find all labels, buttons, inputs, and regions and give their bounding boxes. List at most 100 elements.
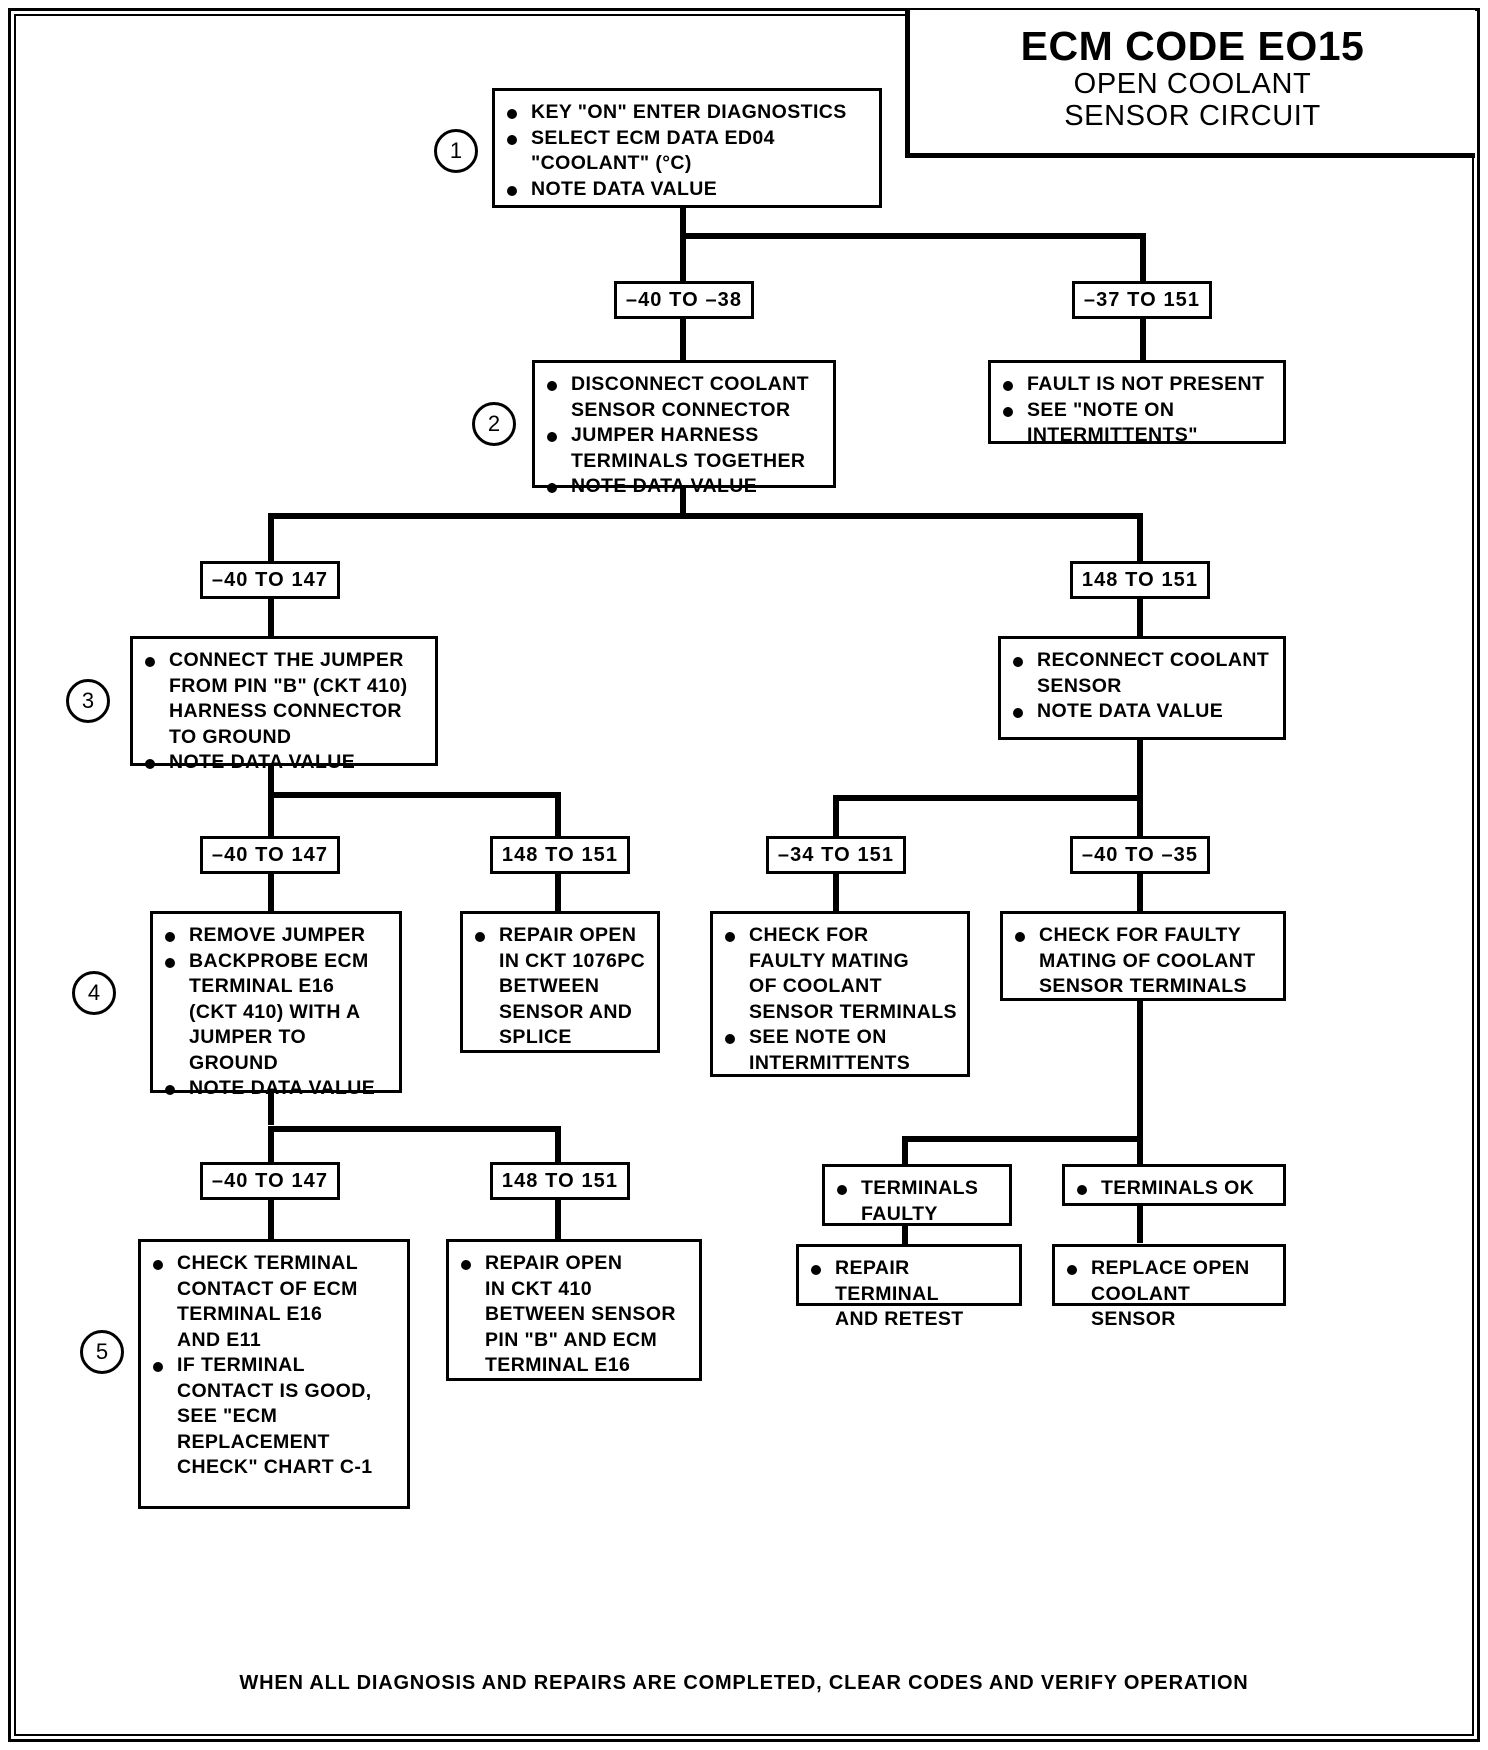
range-label: –40 TO –35 [1081,843,1199,866]
range-label: 148 TO 151 [501,1169,619,1192]
range-label: –40 TO 147 [211,568,329,591]
box-step4-item-2: BACKPROBE ECM TERMINAL E16 (CKT 410) WIT… [163,949,393,1077]
line-r2right-to-reconnect [1137,598,1143,636]
box-repair410-item-1: REPAIR OPEN IN CKT 410 BETWEEN SENSOR PI… [459,1251,693,1379]
line-rsplit-left-down [833,795,839,838]
inner-border [14,14,1474,1736]
range-148-to-151-a[interactable]: 148 TO 151 [1070,561,1210,599]
line-split2-left-down [268,513,274,563]
box-step1-item-2: SELECT ECM DATA ED04 "COOLANT" (°C) [505,126,873,177]
step-number: 5 [95,1339,109,1364]
line-step4-down [268,1093,274,1125]
range-label: –34 TO 151 [777,843,895,866]
line-step3-down [268,766,274,796]
line-r4left-to-step5 [268,1199,274,1239]
box-step3-item-2: NOTE DATA VALUE [143,750,429,776]
line-r4right-to-repair410 [555,1199,561,1239]
line-rsplit-horizontal [833,795,1143,801]
range-label: –40 TO 147 [211,1169,329,1192]
line-terminalsok-down [1137,1205,1143,1243]
line-split2-right-down [1137,513,1143,563]
box-replace-sensor-item: REPLACE OPEN COOLANT SENSOR [1065,1256,1277,1333]
line-terminalsfaulty-down [902,1216,908,1244]
range-148-to-151-c[interactable]: 148 TO 151 [490,1162,630,1200]
box-replace-coolant-sensor[interactable]: REPLACE OPEN COOLANT SENSOR [1052,1244,1286,1330]
page-title: ECM CODE EO15 [1020,23,1365,69]
step-number: 1 [449,138,463,163]
line-split3-left-down [268,792,274,838]
step-number: 2 [487,411,501,436]
box-step4[interactable]: REMOVE JUMPER BACKPROBE ECM TERMINAL E16… [150,911,402,1099]
line-lowersplit-left-down [902,1136,908,1164]
box-step5-item-2: IF TERMINAL CONTACT IS GOOD, SEE "ECM RE… [151,1353,401,1481]
range-label: –40 TO 147 [211,843,329,866]
box-reconnect-sensor[interactable]: RECONNECT COOLANT SENSOR NOTE DATA VALUE [998,636,1286,740]
range-148-to-151-b[interactable]: 148 TO 151 [490,836,630,874]
range-minus34-to-151[interactable]: –34 TO 151 [766,836,906,874]
line-checkmating2-down [1137,1000,1143,1140]
line-lowersplit-right-down [1137,1136,1143,1164]
box-step1-item-3: NOTE DATA VALUE [505,177,873,203]
line-r3right-to-repair1076 [555,873,561,911]
box-terminals-ok-item: TERMINALS OK [1075,1176,1277,1202]
step-number: 4 [87,980,101,1005]
box-step1-item-1: KEY "ON" ENTER DIAGNOSTICS [505,100,873,126]
line-split1-left-down [680,233,686,283]
step-marker-5: 5 [80,1330,124,1374]
line-split4-left-down [268,1126,274,1164]
box-repair1076-item-1: REPAIR OPEN IN CKT 1076PC BETWEEN SENSOR… [473,923,651,1051]
box-check-faulty-mating-2[interactable]: CHECK FOR FAULTY MATING OF COOLANT SENSO… [1000,911,1286,1001]
step-marker-4: 4 [72,971,116,1015]
box-reconnect-item-1: RECONNECT COOLANT SENSOR [1011,648,1277,699]
page-subtitle-line1: OPEN COOLANT [1073,67,1312,100]
step-marker-2: 2 [472,402,516,446]
box-step3[interactable]: CONNECT THE JUMPER FROM PIN "B" (CKT 410… [130,636,438,773]
box-step5[interactable]: CHECK TERMINAL CONTACT OF ECM TERMINAL E… [138,1239,410,1509]
line-split4-horizontal [268,1126,561,1132]
page-subtitle-line2: SENSOR CIRCUIT [1064,100,1321,133]
line-split1-horizontal [680,233,1146,239]
range-label: –40 TO –38 [625,288,743,311]
box-step2[interactable]: DISCONNECT COOLANT SENSOR CONNECTOR JUMP… [532,360,836,497]
box-terminals-ok[interactable]: TERMINALS OK [1062,1164,1286,1206]
range-label: –37 TO 151 [1083,288,1201,311]
range-label: 148 TO 151 [1081,568,1199,591]
range-label: 148 TO 151 [501,843,619,866]
box-reconnect-item-2: NOTE DATA VALUE [1011,699,1277,725]
box-terminals-faulty[interactable]: TERMINALS FAULTY [822,1164,1012,1226]
range-minus37-to-151[interactable]: –37 TO 151 [1072,281,1212,319]
range-minus40-to-minus38[interactable]: –40 TO –38 [614,281,754,319]
box-fault-item-2: SEE "NOTE ON INTERMITTENTS" [1001,398,1277,449]
line-r34-to-checkbox [833,873,839,911]
box-check-faulty-mating[interactable]: CHECK FOR FAULTY MATING OF COOLANT SENSO… [710,911,970,1077]
box-repair-terminal[interactable]: REPAIR TERMINAL AND RETEST [796,1244,1022,1330]
line-r2left-to-step3 [268,598,274,636]
box-step2-item-3: NOTE DATA VALUE [545,474,827,500]
range-minus40-to-147-b[interactable]: –40 TO 147 [200,836,340,874]
box-step3-item-1: CONNECT THE JUMPER FROM PIN "B" (CKT 410… [143,648,429,750]
line-rsplit-right-down [1137,795,1143,838]
box-step1[interactable]: KEY "ON" ENTER DIAGNOSTICS SELECT ECM DA… [492,88,882,208]
box-repair-open-ckt410[interactable]: REPAIR OPEN IN CKT 410 BETWEEN SENSOR PI… [446,1239,702,1381]
line-r40-35-to-checkbox2 [1137,873,1143,911]
outer-border [8,8,1480,1742]
box-step4-item-1: REMOVE JUMPER [163,923,393,949]
title-block: ECM CODE EO15 OPEN COOLANT SENSOR CIRCUI… [905,10,1475,158]
line-split4-right-down [555,1126,561,1164]
box-checkmating2-item-1: CHECK FOR FAULTY MATING OF COOLANT SENSO… [1013,923,1277,1000]
range-minus40-to-minus35[interactable]: –40 TO –35 [1070,836,1210,874]
step-marker-3: 3 [66,679,110,723]
range-minus40-to-147-a[interactable]: –40 TO 147 [200,561,340,599]
line-split1-right-down [1140,233,1146,283]
line-step1-down [680,207,686,237]
box-fault-not-present[interactable]: FAULT IS NOT PRESENT SEE "NOTE ON INTERM… [988,360,1286,446]
box-repair-open-1076pc[interactable]: REPAIR OPEN IN CKT 1076PC BETWEEN SENSOR… [460,911,660,1053]
line-r3left-to-step4 [268,873,274,911]
box-checkmating-item-2: SEE NOTE ON INTERMITTENTS [723,1025,961,1076]
range-minus40-to-147-c[interactable]: –40 TO 147 [200,1162,340,1200]
box-fault-item-1: FAULT IS NOT PRESENT [1001,372,1277,398]
box-step2-item-1: DISCONNECT COOLANT SENSOR CONNECTOR [545,372,827,423]
step-marker-1: 1 [434,129,478,173]
line-split2-horizontal [268,513,1143,519]
